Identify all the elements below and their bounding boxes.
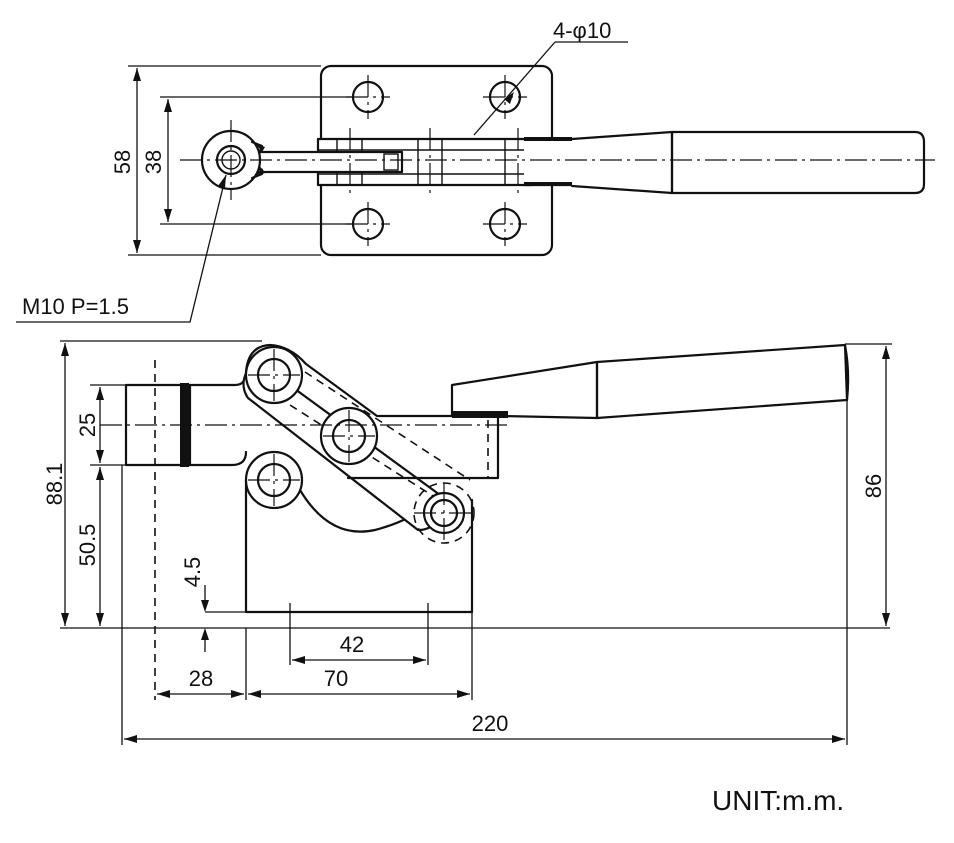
hole-callout-leader <box>473 41 628 136</box>
dim-86: 86 <box>861 474 886 498</box>
pivots-side <box>244 345 475 544</box>
unit-label: UNIT:m.m. <box>712 785 844 816</box>
dim-25: 25 <box>75 413 100 437</box>
thread-callout: M10 P=1.5 <box>22 294 129 319</box>
handle-grip-top <box>670 130 926 195</box>
dim-88-1: 88.1 <box>42 463 67 506</box>
side-view: 88.1 25 50.5 4.5 42 28 70 220 86 <box>42 340 892 745</box>
hole-callout: 4-φ10 <box>553 18 611 43</box>
handle-shank-side <box>450 360 599 420</box>
handle-shank-top <box>570 130 674 195</box>
dim-4-5: 4.5 <box>180 557 205 588</box>
handle-clevis-top <box>522 137 581 187</box>
dim-top-38: 38 <box>141 150 166 174</box>
dim-50-5: 50.5 <box>75 524 100 567</box>
dim-220: 220 <box>472 711 509 736</box>
dim-70: 70 <box>324 666 348 691</box>
thread-callout-leader <box>16 174 227 323</box>
handle-grip-side <box>595 343 849 420</box>
dim-42: 42 <box>340 632 364 657</box>
top-view: 58 38 4-φ10 M10 P=1.5 <box>16 18 935 323</box>
dim-top-58: 58 <box>110 150 135 174</box>
dim-28: 28 <box>189 666 213 691</box>
spindle-rod-top <box>250 150 404 174</box>
